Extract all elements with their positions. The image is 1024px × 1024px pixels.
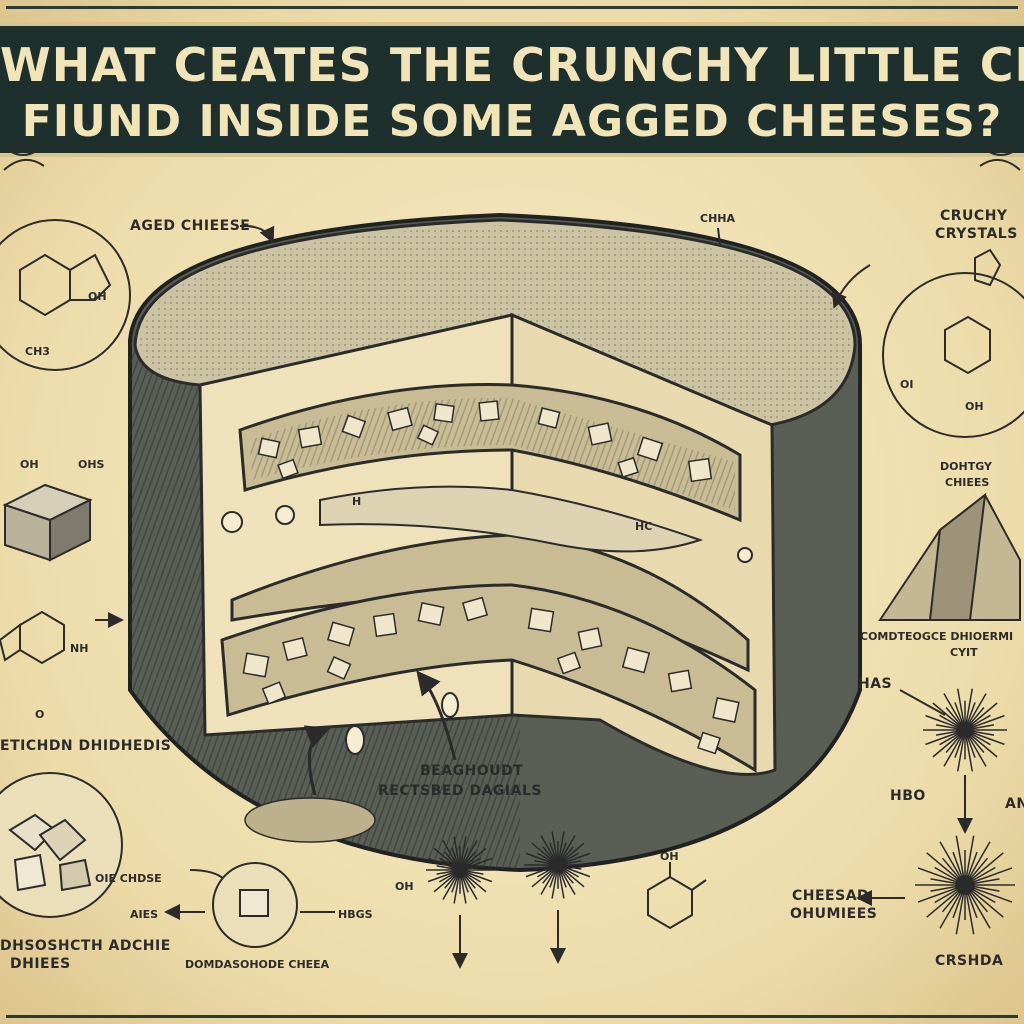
right-flourish <box>979 144 1021 171</box>
cheese-crystals <box>242 400 740 755</box>
starburst-2 <box>524 831 592 899</box>
label-center-1: BEAGHOUDT <box>420 763 523 779</box>
molecule-left-top <box>0 219 131 371</box>
label-bottom-right-3: CRSHDA <box>935 953 1003 969</box>
inner-label-h: H <box>352 495 361 508</box>
crystal-cluster-circle <box>0 772 123 918</box>
label-chem-oh-cube: OH <box>20 458 39 471</box>
label-top-small: CHHA <box>700 212 735 225</box>
label-crunchy-2: CRYSTALS <box>935 226 1018 242</box>
label-chem-oi: OI <box>900 378 913 391</box>
label-chem-oh-left: OH <box>88 290 107 303</box>
label-bottom-left-1: DHSOSHCTH ADCHIE <box>0 938 171 954</box>
title-banner <box>0 22 1024 157</box>
starburst-4 <box>915 835 1015 935</box>
label-bottom-left-2: DHIEES <box>10 956 71 972</box>
bottom-border <box>6 1015 1018 1018</box>
label-bottom-right-2: OHUMIEES <box>790 906 877 922</box>
label-chem-oh-bottom: OH <box>660 850 679 863</box>
label-ho: HBO <box>890 788 926 804</box>
label-bottom-center: DOMDASOHODE CHEEA <box>185 958 330 971</box>
label-center-2: RECTSBED DAGIALS <box>378 783 542 799</box>
whey-layer <box>319 485 704 553</box>
label-chem-ohs: OHS <box>78 458 105 471</box>
sample-crystal <box>239 889 269 917</box>
label-cheese: OIE CHDSE <box>95 872 162 885</box>
label-chem-o-bottom: OH <box>395 880 414 893</box>
crystal-band-lower <box>220 583 757 773</box>
label-right-mid-2: CHIEES <box>945 476 989 489</box>
label-bottom-right-1: CHEESAD <box>792 888 869 904</box>
starburst-1 <box>426 836 494 904</box>
top-border <box>6 6 1018 9</box>
crystal-cube <box>2 483 93 562</box>
label-right-axis-1: COMDTEOGCE DHIOERMI <box>860 630 1013 643</box>
label-an: AN <box>1005 796 1024 812</box>
label-left-low: ETICHDN DHIDHEDIS <box>0 738 171 754</box>
title-line-2: FIUND INSIDE SOME AGGED CHEESES? <box>21 96 1003 147</box>
label-crunchy-1: CRUCHY <box>940 208 1008 224</box>
label-ai-left: AIES <box>130 908 158 921</box>
label-chem-nh: NH <box>70 642 88 655</box>
molecule-right-top <box>882 248 1024 438</box>
label-chem-ch3-left: CH3 <box>25 345 50 358</box>
crystal-band-upper <box>238 383 742 523</box>
label-chem-oh-right: OH <box>965 400 984 413</box>
label-right-mid-1: DOHTGY <box>940 460 993 473</box>
label-aged-cheese: AGED CHIEESE <box>130 218 250 234</box>
cheese-holes <box>221 505 753 755</box>
label-right-axis-2: CYIT <box>950 646 978 659</box>
title-line-1: WHAT CEATES THE CRUNCHY LITTLE CRYSTALS <box>0 38 1024 92</box>
mountain-sketch <box>878 492 1021 621</box>
label-hbgs: HBGS <box>338 908 373 921</box>
left-flourish <box>3 144 45 171</box>
label-has: HAS <box>858 676 892 692</box>
label-chem-o-left: O <box>35 708 44 721</box>
molecule-left-mid <box>0 610 65 665</box>
starburst-3 <box>923 688 1007 772</box>
molecule-bottom <box>647 862 707 930</box>
crystal-pile <box>244 797 376 843</box>
inner-label-hc: HC <box>635 520 652 533</box>
